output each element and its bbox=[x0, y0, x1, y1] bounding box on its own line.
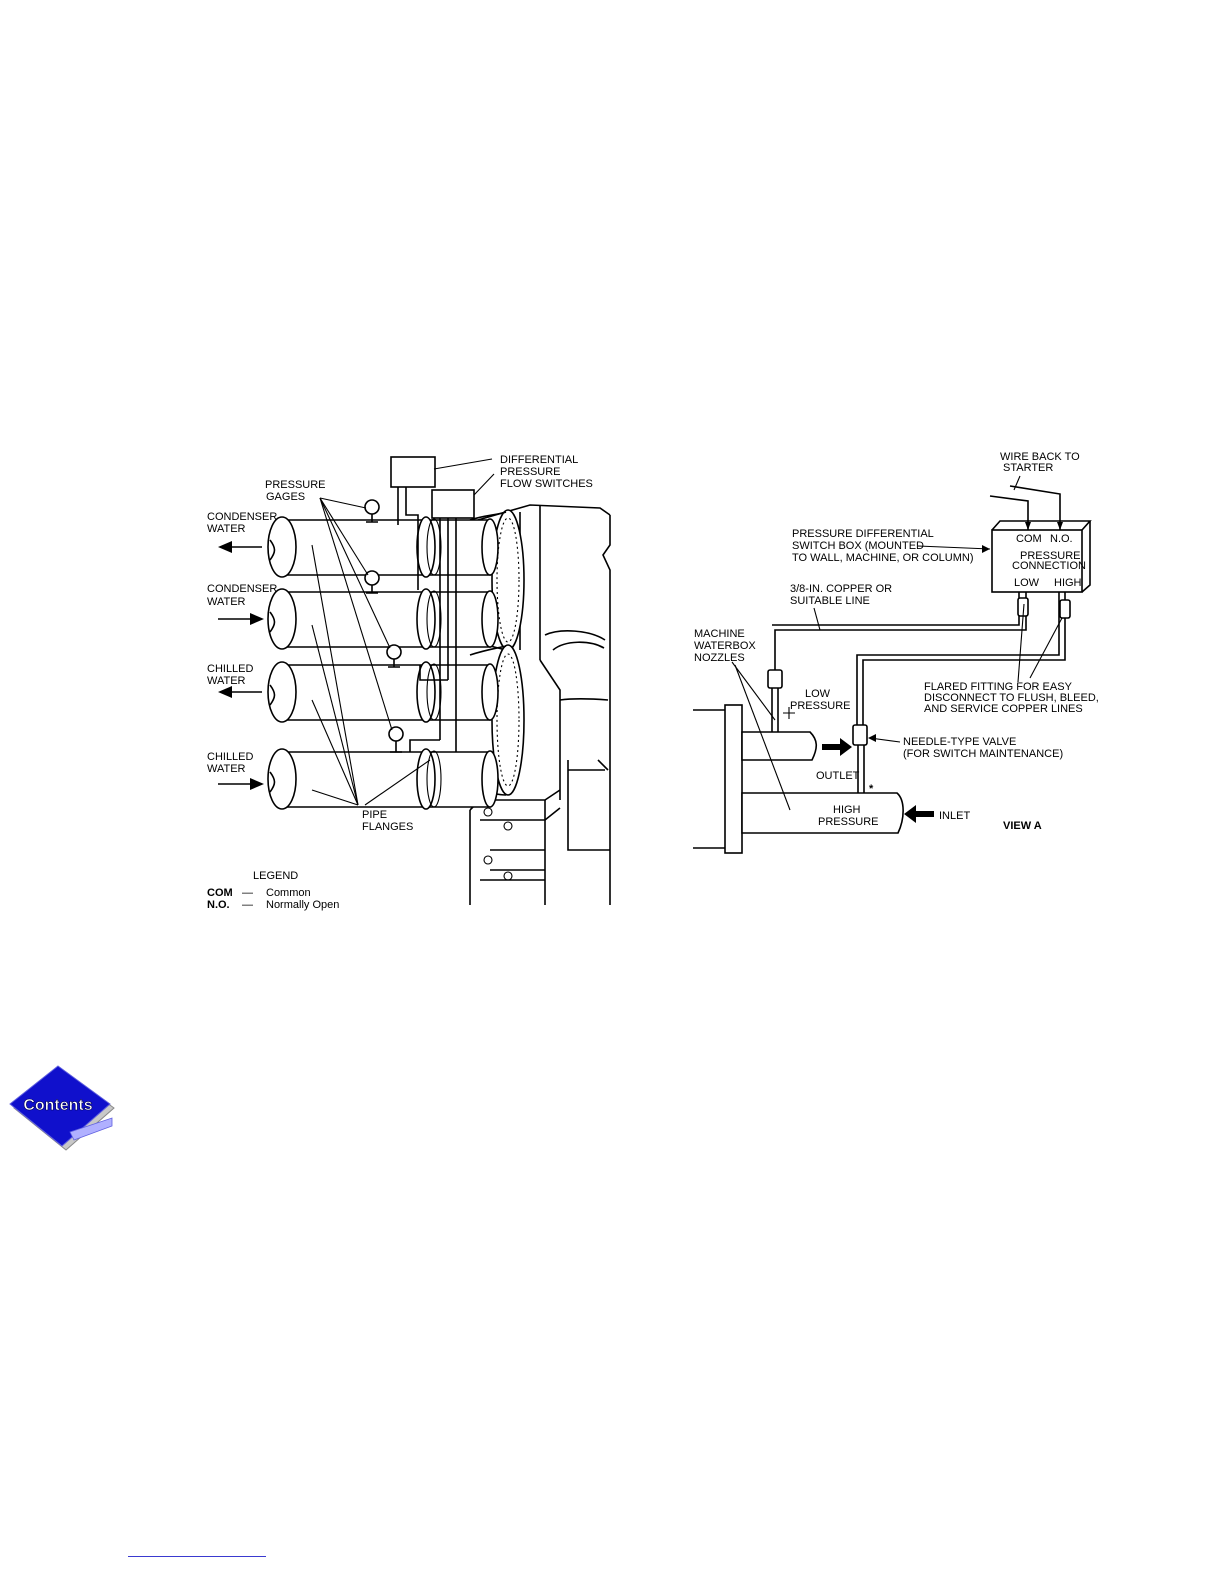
label-switchbox-1: PRESSURE DIFFERENTIAL bbox=[792, 528, 934, 540]
contents-label: Contents bbox=[23, 1097, 92, 1114]
legend-abbr-no: N.O. bbox=[207, 899, 230, 911]
label-diff-switches-1: DIFFERENTIAL bbox=[500, 454, 578, 466]
label-diff-switches-3: FLOW SWITCHES bbox=[500, 478, 593, 490]
label-low-pressure-2: PRESSURE bbox=[790, 700, 851, 712]
legend-meaning-com: Common bbox=[266, 887, 311, 899]
label-gages-2: GAGES bbox=[266, 491, 305, 503]
label-chilled-in-2: WATER bbox=[207, 763, 246, 775]
inlet-arrow bbox=[904, 805, 934, 823]
label-inlet: INLET bbox=[939, 810, 970, 822]
label-flared-2: DISCONNECT TO FLUSH, BLEED, bbox=[924, 692, 1099, 704]
copper-line-low bbox=[767, 592, 1029, 735]
label-copper-1: 3/8-IN. COPPER OR bbox=[790, 583, 892, 595]
contents-badge: Contents bbox=[9, 1065, 115, 1151]
pipe-chilled-out bbox=[267, 661, 499, 723]
label-diff-switches-2: PRESSURE bbox=[500, 466, 561, 478]
legend: LEGEND COM — Common N.O. — Normally Open bbox=[207, 870, 339, 911]
label-high-pressure-2: PRESSURE bbox=[818, 816, 879, 828]
label-flanges-1: PIPE bbox=[362, 809, 387, 821]
pressure-gage-3 bbox=[386, 644, 402, 668]
leader-lines-left bbox=[311, 458, 495, 806]
pipe-condenser-in bbox=[267, 588, 499, 650]
pressure-gage-4 bbox=[388, 726, 404, 753]
label-chilled-out-1: CHILLED bbox=[207, 663, 254, 675]
label-needle-1: NEEDLE-TYPE VALVE bbox=[903, 736, 1016, 748]
label-flared-1: FLARED FITTING FOR EASY bbox=[924, 681, 1073, 693]
label-switchbox-2: SWITCH BOX (MOUNTED bbox=[792, 540, 924, 552]
label-flared-3: AND SERVICE COPPER LINES bbox=[924, 703, 1083, 715]
label-com: COM bbox=[1016, 533, 1042, 545]
starter-wires bbox=[989, 475, 1063, 530]
label-no: N.O. bbox=[1050, 533, 1073, 545]
label-outlet: OUTLET bbox=[816, 770, 860, 782]
flow-switch-upper bbox=[390, 456, 436, 590]
legend-abbr-com: COM bbox=[207, 887, 233, 899]
flow-switch-lower bbox=[409, 489, 475, 752]
contents-link[interactable] bbox=[4, 1062, 122, 1162]
label-copper-2: SUITABLE LINE bbox=[790, 595, 870, 607]
label-nozzles-3: NOZZLES bbox=[694, 652, 745, 664]
label-condenser-in-2: WATER bbox=[207, 596, 246, 608]
arrow-condenser-out bbox=[218, 541, 262, 553]
label-low-pressure-1: LOW bbox=[805, 688, 831, 700]
legend-dash-no: — bbox=[242, 899, 253, 911]
label-nozzles-2: WATERBOX bbox=[694, 640, 756, 652]
label-wire-back-2: STARTER bbox=[1003, 462, 1053, 474]
legend-meaning-no: Normally Open bbox=[266, 899, 339, 911]
arrow-chilled-in bbox=[218, 778, 264, 790]
pressure-gage-2 bbox=[364, 570, 380, 594]
pipe-chilled-in bbox=[267, 748, 499, 810]
label-chilled-in-1: CHILLED bbox=[207, 751, 254, 763]
legend-title: LEGEND bbox=[253, 870, 298, 882]
label-nozzles-1: MACHINE bbox=[694, 628, 745, 640]
label-pressure-connection-1: PRESSURE bbox=[1020, 550, 1081, 562]
left-figure: DIFFERENTIAL PRESSURE FLOW SWITCHES PRES… bbox=[207, 454, 611, 911]
arrow-chilled-out bbox=[218, 686, 262, 698]
outlet-arrow bbox=[822, 738, 852, 756]
pressure-gage-1 bbox=[364, 499, 380, 523]
label-wire-back-1: WIRE BACK TO bbox=[1000, 451, 1080, 463]
label-chilled-out-2: WATER bbox=[207, 675, 246, 687]
label-pressure-connection-2: CONNECTION bbox=[1012, 560, 1086, 572]
contents-diamond bbox=[9, 1065, 111, 1147]
label-condenser-in-1: CONDENSER bbox=[207, 583, 277, 595]
switch-box: COM N.O. PRESSURE CONNECTION LOW HIGH bbox=[991, 520, 1092, 593]
waterbox-nozzles bbox=[693, 704, 904, 854]
bottom-divider bbox=[128, 1556, 266, 1557]
legend-dash-com: — bbox=[242, 887, 253, 899]
leader-lines-right bbox=[731, 545, 1063, 811]
label-low-port: LOW bbox=[1014, 577, 1040, 589]
arrow-condenser-in bbox=[218, 613, 264, 625]
label-flanges-2: FLANGES bbox=[362, 821, 413, 833]
pipe-condenser-out bbox=[267, 516, 499, 578]
label-switchbox-3: TO WALL, MACHINE, OR COLUMN) bbox=[792, 552, 974, 564]
label-condenser-out-2: WATER bbox=[207, 523, 246, 535]
label-gages-1: PRESSURE bbox=[265, 479, 326, 491]
label-high-port: HIGH bbox=[1054, 577, 1082, 589]
label-high-pressure-1: HIGH bbox=[833, 804, 861, 816]
right-figure: COM N.O. PRESSURE CONNECTION LOW HIGH bbox=[693, 451, 1099, 854]
label-needle-2: (FOR SWITCH MAINTENANCE) bbox=[903, 748, 1063, 760]
label-view-a: VIEW A bbox=[1003, 820, 1042, 832]
label-asterisk: * bbox=[869, 783, 874, 795]
label-condenser-out-1: CONDENSER bbox=[207, 511, 277, 523]
